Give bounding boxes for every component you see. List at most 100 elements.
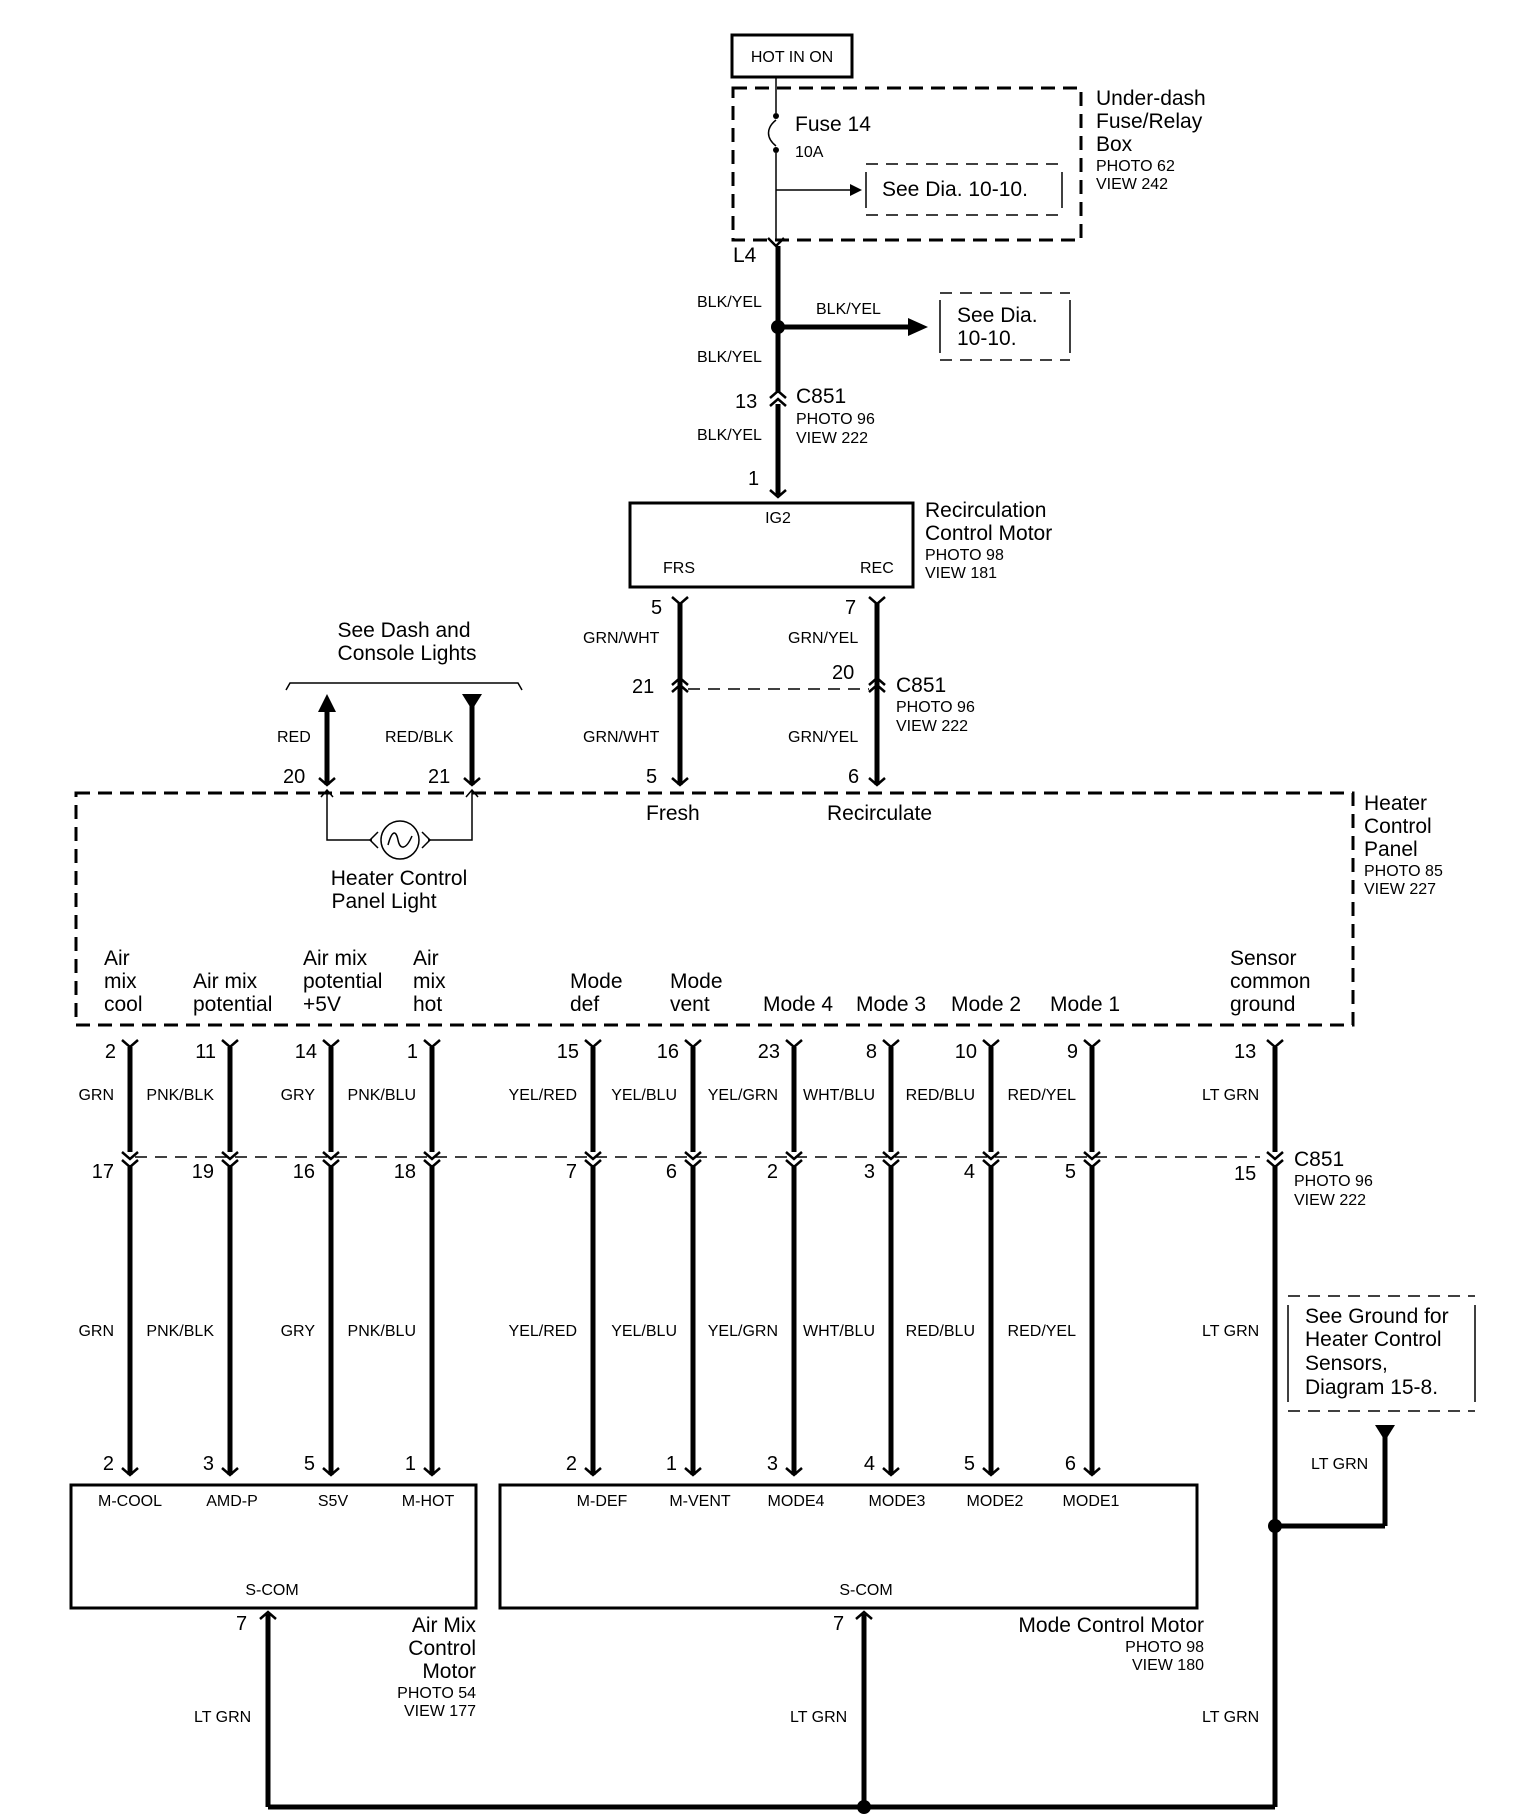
motor-terminal-9: MODE2 [967,1493,1024,1510]
air-mix-pin-scom: 7 [236,1613,247,1635]
motor-pin-8: 4 [864,1453,875,1475]
motor-pin-6: 1 [666,1453,677,1475]
panel-pin-2: 11 [195,1041,216,1063]
panel-fresh-label: Fresh [646,802,700,825]
connector-pin-icon [684,1039,702,1049]
air-mix-ground-color: LT GRN [194,1709,251,1726]
sensor-ground-label-2: common [1230,970,1311,993]
wire-color-lower-3: GRY [281,1323,316,1340]
motor-pin-4: 1 [405,1453,416,1475]
wire-color-lower-7: YEL/GRN [708,1323,778,1340]
connector-c851-icon [882,1151,900,1169]
sensor-pin-15: 15 [1234,1163,1256,1185]
fuse-box-title-1: Under-dash [1096,87,1206,110]
c851-pin-1: 17 [92,1161,114,1183]
heater-panel-photo: PHOTO 85 [1364,863,1443,880]
ground-ref-wire-color: LT GRN [1311,1456,1368,1473]
panel-terminal-label-6: Mode [670,970,723,993]
see-dia-ref-splice: See Dia. 10-10. [939,292,1071,361]
panel-pin-6: 16 [657,1041,679,1063]
wire-label-blk-yel-branch: BLK/YEL [816,301,881,318]
wire-color-upper-3: GRY [281,1087,316,1104]
connector-pin-icon [584,1039,602,1049]
connector-c851-icon [121,1151,139,1169]
recirc-ig2-label: IG2 [765,510,791,527]
motor-terminal-8: MODE3 [869,1493,926,1510]
panel-terminal-label-1: cool [104,993,143,1016]
heater-panel-title-2: Control [1364,815,1432,838]
connector-pin-icon [1083,1467,1101,1477]
c851-pin-2: 19 [192,1161,214,1183]
panel-terminal-label-3: potential [303,970,382,993]
motor-pin-2: 3 [203,1453,214,1475]
see-dia-ref-fuse: See Dia. 10-10. [865,163,1063,216]
motor-pin-9: 5 [964,1453,975,1475]
fuse-relay-box: Fuse 14 10A See Dia. 10-10. Under-dash F… [731,77,1206,242]
see-dia-fuse-text: See Dia. 10-10. [882,178,1028,201]
motor-terminal-10: MODE1 [1063,1493,1120,1510]
panel-terminal-label-1: mix [104,970,137,993]
panel-wires: 2GRN17GRN211PNK/BLK19PNK/BLK314GRY16GRY5… [78,1039,1101,1477]
mode-scom-label: S-COM [839,1582,892,1599]
heater-panel-title-1: Heater [1364,792,1427,815]
sensor-wire-color-top: LT GRN [1202,1087,1259,1104]
recirc-photo: PHOTO 98 [925,547,1004,564]
panel-pin-9: 10 [955,1041,977,1063]
motor-terminal-4: M-HOT [402,1493,455,1510]
wire-label-blk-yel-2: BLK/YEL [697,349,762,366]
arrow-down-icon [1375,1425,1395,1441]
heater-panel-view: VIEW 227 [1364,881,1436,898]
panel-pin-21: 21 [428,766,450,788]
recirc-rec-label: REC [860,560,894,577]
panel-pin-7: 23 [758,1041,780,1063]
connector-pin-icon [423,1039,441,1049]
dash-lights-title-1: See Dash and [337,619,470,642]
connector-pin-icon [671,596,689,606]
ground-ref-1: See Ground for [1305,1305,1449,1328]
connector-c851-icon [423,1151,441,1169]
c851-view-low: VIEW 222 [1294,1192,1366,1209]
panel-pin-4: 1 [407,1041,418,1063]
connector-c851-icon [1266,1151,1284,1169]
see-ground-ref: See Ground for Heater Control Sensors, D… [1287,1295,1476,1412]
panel-terminal-label-3: Air mix [303,947,368,970]
mode-motor-photo: PHOTO 98 [1125,1639,1204,1656]
connector-c851-icon [584,1151,602,1169]
wire-label-grn-wht-2: GRN/WHT [583,729,660,746]
motor-pin-3: 5 [304,1453,315,1475]
see-dia-splice-text-2: 10-10. [957,327,1017,350]
recirc-title-2: Control Motor [925,522,1052,545]
terminal-l4: L4 [733,244,757,267]
fuse-rating: 10A [795,144,824,161]
sensor-pin-13: 13 [1234,1041,1256,1063]
wire-label-grn-yel-1: GRN/YEL [788,630,858,647]
panel-terminal-label-8: Mode 3 [856,993,926,1016]
c851-pin-13: 13 [735,391,757,413]
connector-pin-icon [121,1039,139,1049]
wire-color-upper-7: YEL/GRN [708,1087,778,1104]
wire-color-lower-2: PNK/BLK [146,1323,214,1340]
c851-lower: C851 PHOTO 96 VIEW 222 [135,1148,1373,1209]
arrow-down-icon [462,694,482,710]
mode-ground-color: LT GRN [790,1709,847,1726]
connector-pin-icon [671,777,689,787]
wire-label-blk-yel-1: BLK/YEL [697,294,762,311]
connector-pin-icon [1083,1039,1101,1049]
motor-terminal-7: MODE4 [768,1493,825,1510]
wire-color-upper-2: PNK/BLK [146,1087,214,1104]
sensor-ground-label: Sensor common ground [1230,947,1311,1016]
motor-terminal-5: M-DEF [577,1493,628,1510]
panel-pin-20: 20 [283,766,305,788]
fuse-terminal-bottom [773,147,779,153]
arrow-up-icon [318,694,336,712]
mode-motor-title: Mode Control Motor [1018,1614,1204,1637]
connector-c851-icon [671,676,689,693]
air-mix-title-1: Air Mix [412,1614,477,1637]
connector-pin-icon [121,1467,139,1477]
connector-pin-icon [785,1039,803,1049]
panel-pin-1: 2 [105,1041,116,1063]
sensor-ground-label-1: Sensor [1230,947,1297,970]
recirc-wires: 5 7 GRN/WHT GRN/YEL 21 20 C851 PHOTO 96 … [583,596,975,788]
